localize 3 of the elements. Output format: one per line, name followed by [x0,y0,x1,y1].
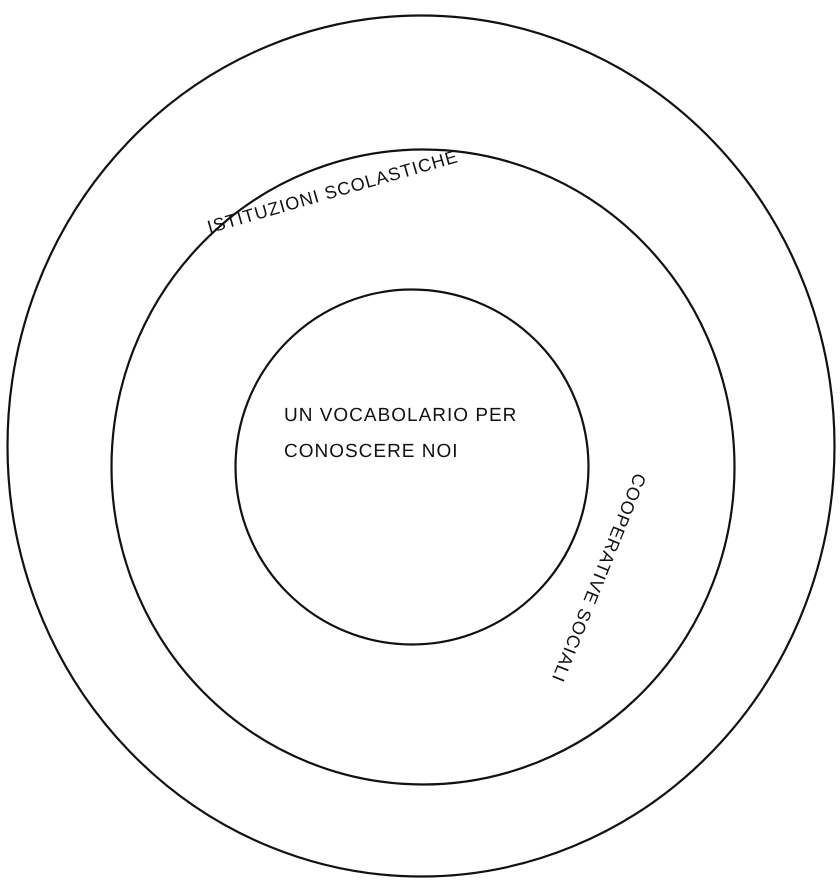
middle-circle [110,148,736,786]
center-text: UN VOCABOLARIO PER CONOSCERE NOI [284,404,518,464]
outer-circle [6,14,836,878]
